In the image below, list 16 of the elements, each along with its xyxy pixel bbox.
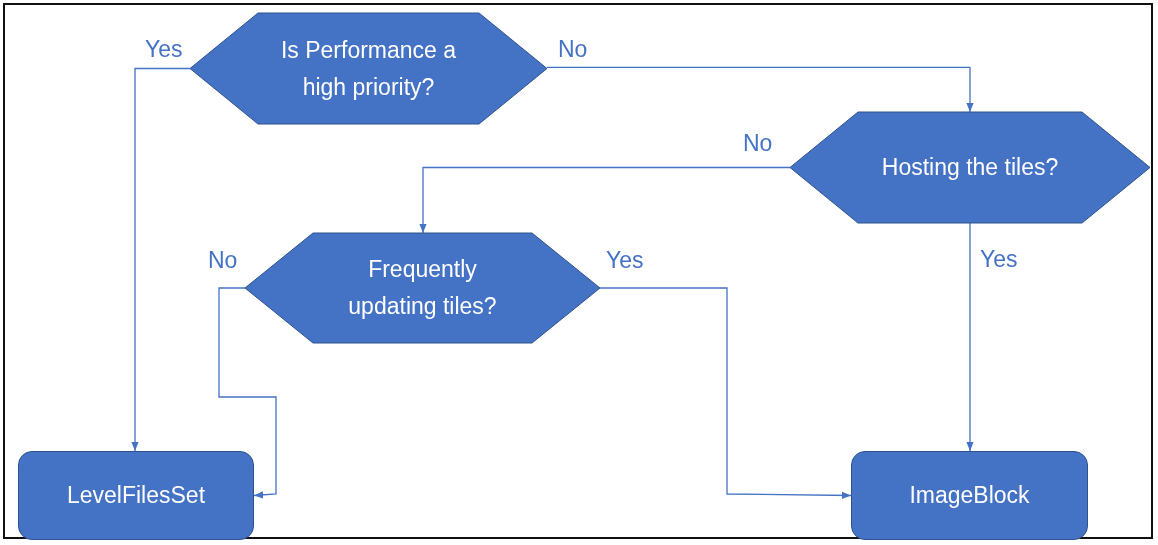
decision-text: Is Performance a high priority? <box>279 35 458 102</box>
connector-arrow <box>218 287 277 499</box>
decision-hexagon <box>790 112 1150 223</box>
connector-arrow <box>131 67 191 452</box>
decision-hexagon <box>190 13 547 124</box>
connector-arrow <box>419 166 791 234</box>
result-text: LevelFilesSet <box>65 481 207 511</box>
connector-arrow <box>546 66 974 113</box>
connector-arrow <box>599 287 852 500</box>
decision-text: Hosting the tiles? <box>880 153 1060 183</box>
decision-hexagon <box>245 233 600 343</box>
result-box <box>18 451 254 540</box>
connector-arrow <box>966 222 974 452</box>
decision-text: Frequently updating tiles? <box>347 255 498 321</box>
result-text: ImageBlock <box>908 481 1031 511</box>
result-box <box>851 451 1088 540</box>
